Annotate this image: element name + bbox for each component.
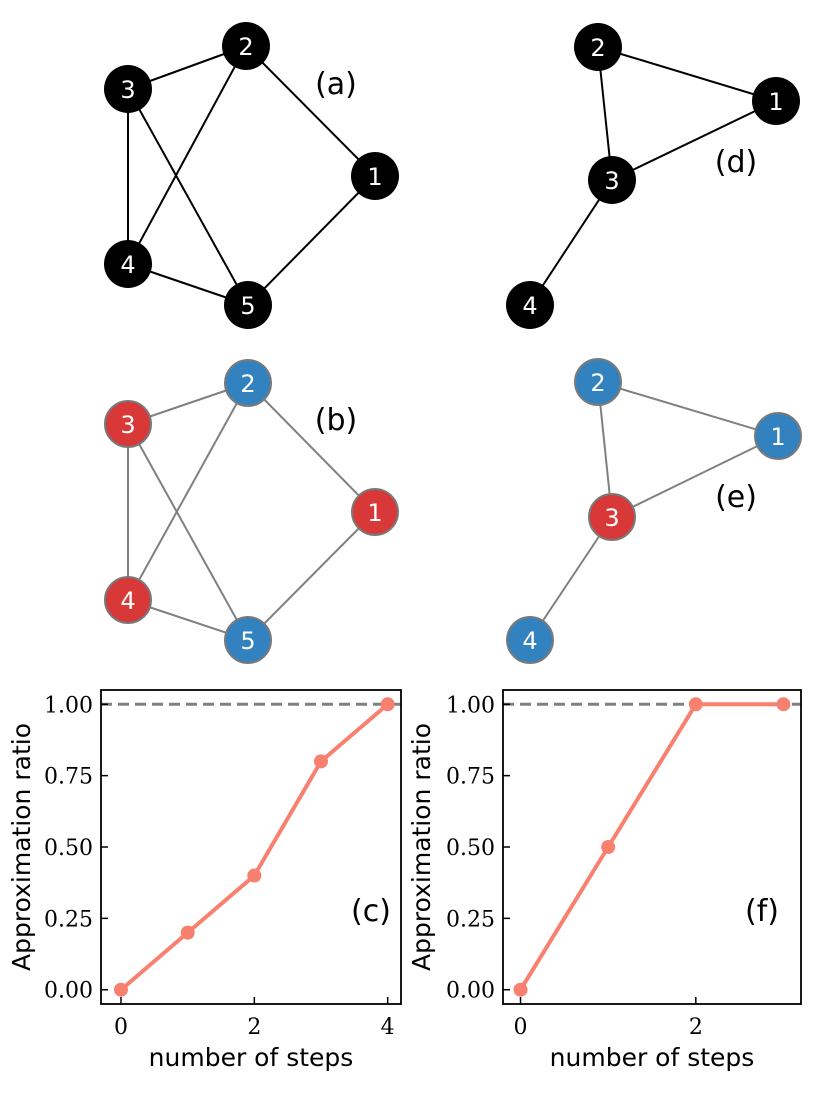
graph-node [351, 488, 399, 536]
graph-node-label: 2 [240, 370, 255, 398]
graph-node [588, 156, 636, 204]
graph-edge [247, 382, 376, 513]
x-tick-label: 4 [381, 1015, 395, 1040]
data-point [380, 697, 395, 712]
series-line [518, 702, 784, 991]
y-tick-label: 0.25 [44, 907, 93, 932]
graph-node-label: 1 [367, 499, 382, 527]
graph-node [574, 358, 622, 406]
graph-node-label: 4 [522, 627, 537, 655]
y-tick-label: 0.50 [446, 836, 495, 861]
graph-edge [247, 511, 376, 641]
graph-node [224, 616, 272, 664]
data-point [688, 697, 703, 712]
x-tick-label: 0 [114, 1015, 128, 1040]
panel-label: (f) [745, 894, 779, 929]
x-tick-label: 2 [247, 1015, 261, 1040]
graph-node [752, 77, 800, 125]
graph-edge [611, 435, 779, 518]
y-tick-label: 0.75 [446, 765, 495, 790]
x-axis-label: number of steps [550, 1043, 755, 1072]
graph-node [506, 281, 554, 329]
data-point [247, 868, 262, 883]
graph-node [224, 281, 272, 329]
graph-node [506, 616, 554, 664]
chart-f: 0.00 0.25 0.50 0.75 1.00 0 2 number of steps App… [407, 689, 802, 1072]
graph-node-label: 2 [238, 33, 253, 61]
graph-node-label: 3 [120, 411, 135, 439]
data-point [776, 697, 791, 712]
graph-edge [611, 100, 777, 181]
x-tick-label: 0 [514, 1015, 528, 1040]
y-tick-label: 0.50 [44, 836, 93, 861]
graph-node-label: 2 [590, 369, 605, 397]
y-tick-label: 1.00 [446, 693, 495, 718]
x-axis-label: number of steps [149, 1043, 354, 1072]
graph-node-label: 3 [120, 76, 135, 104]
graph-node-label: 1 [770, 423, 785, 451]
graph-node [222, 22, 270, 70]
plot-frame [100, 689, 402, 1005]
graph-edge [127, 382, 249, 601]
graph-node-label: 3 [604, 504, 619, 532]
y-tick-label: 1.00 [44, 693, 93, 718]
y-axis-label: Approximation ratio [7, 723, 36, 971]
y-tick-label: 0.00 [44, 979, 93, 1004]
graph-edge [127, 45, 247, 265]
x-tick-label: 2 [689, 1015, 703, 1040]
graph-node [224, 359, 272, 407]
graph-node [588, 493, 636, 541]
chart-c: 0.00 0.25 0.50 0.75 1.00 0 2 4 number of steps Ap… [7, 689, 402, 1072]
graph-node-label: 3 [604, 167, 619, 195]
graph-edge [529, 516, 613, 641]
graph-node [104, 576, 152, 624]
data-point [314, 754, 328, 769]
data-point [513, 982, 528, 997]
series-line [119, 702, 389, 992]
graph-node [351, 152, 399, 200]
y-tick-label: 0.00 [446, 979, 495, 1004]
graph-node-label: 4 [120, 587, 135, 615]
graph-panel-e: 1 2 3 4 (e) [506, 358, 802, 664]
graph-edge [127, 423, 249, 641]
panel-label: (b) [315, 403, 357, 438]
graph-node [104, 65, 152, 113]
graph-edge [597, 381, 779, 437]
plot-frame [502, 689, 802, 1005]
graph-edge [597, 46, 777, 102]
data-point [601, 840, 616, 854]
y-axis-label: Approximation ratio [407, 723, 436, 971]
graph-node [574, 23, 622, 71]
y-tick-label: 0.25 [446, 907, 495, 932]
data-point [180, 925, 195, 940]
graph-edge [245, 45, 376, 177]
graph-node-label: 5 [240, 627, 255, 655]
data-point [114, 982, 128, 997]
panel-label: (a) [315, 67, 357, 102]
graph-node-label: 4 [522, 292, 537, 320]
graph-node-label: 1 [367, 163, 382, 191]
graph-node-label: 5 [240, 292, 255, 320]
graph-edge [529, 179, 613, 306]
y-tick-label: 0.75 [44, 765, 93, 790]
panel-label: (c) [351, 894, 391, 929]
graph-edge [127, 88, 249, 306]
graph-node-label: 4 [120, 251, 135, 279]
graph-node-label: 2 [590, 34, 605, 62]
graph-panel-b: 1 2 3 4 5 (b) [104, 359, 399, 664]
graph-node [754, 412, 802, 460]
panel-label: (e) [715, 480, 757, 515]
graph-panel-a: 1 2 3 4 5 (a) [104, 22, 399, 329]
graph-panel-d: 1 2 3 4 (d) [506, 23, 800, 329]
graph-node-label: 1 [768, 88, 783, 116]
graph-node [104, 240, 152, 288]
graph-node [104, 400, 152, 448]
graph-edge [247, 175, 376, 306]
panel-label: (d) [715, 145, 757, 180]
